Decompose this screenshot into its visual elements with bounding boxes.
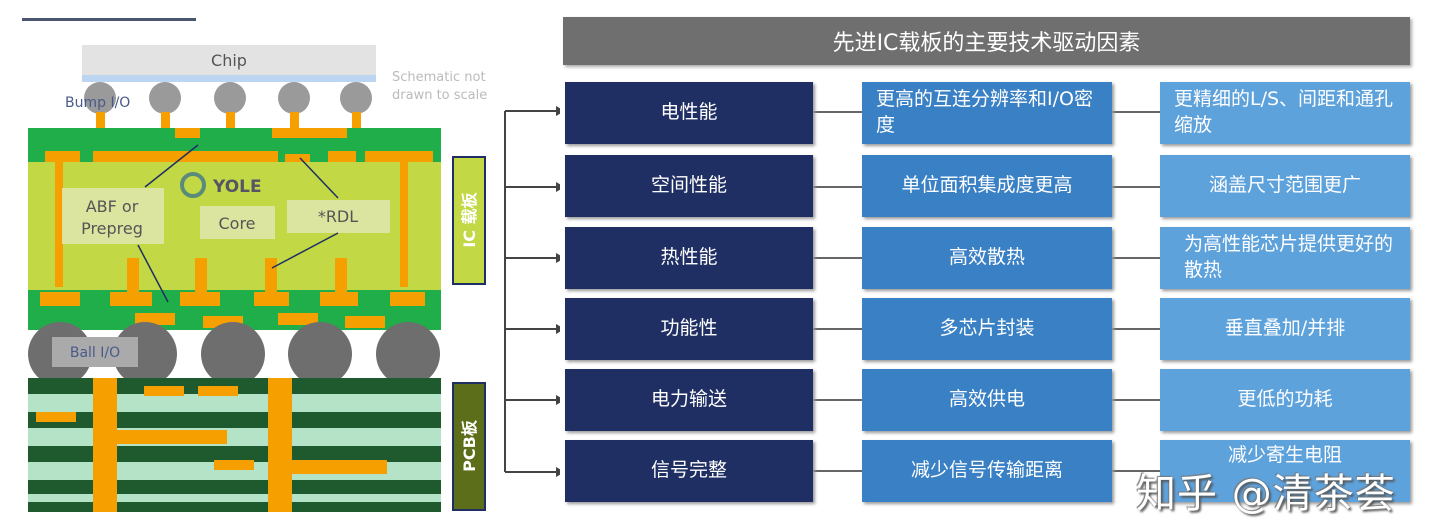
result-box: 更低的功耗 [1160, 369, 1410, 431]
ball-io-label: Ball I/O [70, 345, 120, 361]
connector-tree [504, 110, 558, 473]
chip [82, 45, 376, 75]
abf-label-bg [62, 188, 164, 244]
connector-line [1112, 111, 1160, 113]
connector-line [1112, 470, 1160, 472]
bump-io-label: Bump I/O [65, 95, 130, 111]
rdl-label: *RDL [318, 207, 358, 226]
connector-line [1112, 257, 1160, 259]
connector-line [813, 470, 862, 472]
connector-line [1112, 399, 1160, 401]
result-box: 减少寄生电阻 [1160, 440, 1410, 502]
driver-box: 电力输送 [565, 369, 813, 431]
pcb-tag [452, 382, 486, 511]
driver-box: 热性能 [565, 227, 813, 289]
need-box: 减少信号传输距离 [862, 440, 1112, 502]
driver-box: 功能性 [565, 298, 813, 360]
pcb [28, 378, 441, 512]
result-box: 更精细的L/S、间距和通孔缩放 [1160, 82, 1410, 144]
connector-line [813, 186, 862, 188]
result-box: 涵盖尺寸范围更广 [1160, 155, 1410, 217]
ball-io-label-bg [52, 337, 138, 367]
drivers-header: 先进IC载板的主要技术驱动因素 [563, 17, 1410, 65]
result-box: 为高性能芯片提供更好的散热 [1160, 227, 1410, 289]
connector-line [813, 111, 862, 113]
bump-pillars [96, 112, 361, 130]
chip-label: Chip [211, 51, 247, 70]
ic-substrate-label: IC 载板 [460, 191, 479, 247]
driver-box: 信号完整 [565, 440, 813, 502]
ic-substrate-tag [452, 156, 486, 285]
connector-line [813, 399, 862, 401]
abf-label-2: Prepreg [81, 219, 143, 238]
need-box: 多芯片封装 [862, 298, 1112, 360]
yole-logo: YOLE [212, 177, 262, 197]
pcb-label: PCB板 [460, 419, 479, 472]
need-box: 单位面积集成度更高 [862, 155, 1112, 217]
scale-note: Schematic not [392, 70, 486, 85]
substrate-schematic: Chip Bump I/O Schematic not drawn to sca… [22, 18, 560, 512]
arrows [137, 144, 339, 303]
connector-line [1112, 186, 1160, 188]
need-box: 高效散热 [862, 227, 1112, 289]
copper-traces [40, 128, 433, 328]
connector-line [813, 328, 862, 330]
connector-line [1112, 328, 1160, 330]
connector-line [813, 257, 862, 259]
rdl-label-bg [287, 200, 390, 233]
result-box: 垂直叠加/并排 [1160, 298, 1410, 360]
scale-note-2: drawn to scale [392, 88, 487, 103]
title-underline [22, 18, 196, 21]
need-box: 高效供电 [862, 369, 1112, 431]
need-box: 更高的互连分辨率和I/O密度 [862, 82, 1112, 144]
watermark: 知乎 @清茶荟 [1136, 471, 1396, 517]
chip-base [82, 75, 376, 82]
core-label: Core [218, 214, 255, 233]
driver-box: 电性能 [565, 82, 813, 144]
yole-logo-icon [180, 172, 206, 198]
bumps [84, 82, 372, 114]
driver-box: 空间性能 [565, 155, 813, 217]
abf-label: ABF or [86, 197, 139, 216]
core-label-bg [200, 206, 275, 239]
arrowheads [556, 106, 560, 477]
